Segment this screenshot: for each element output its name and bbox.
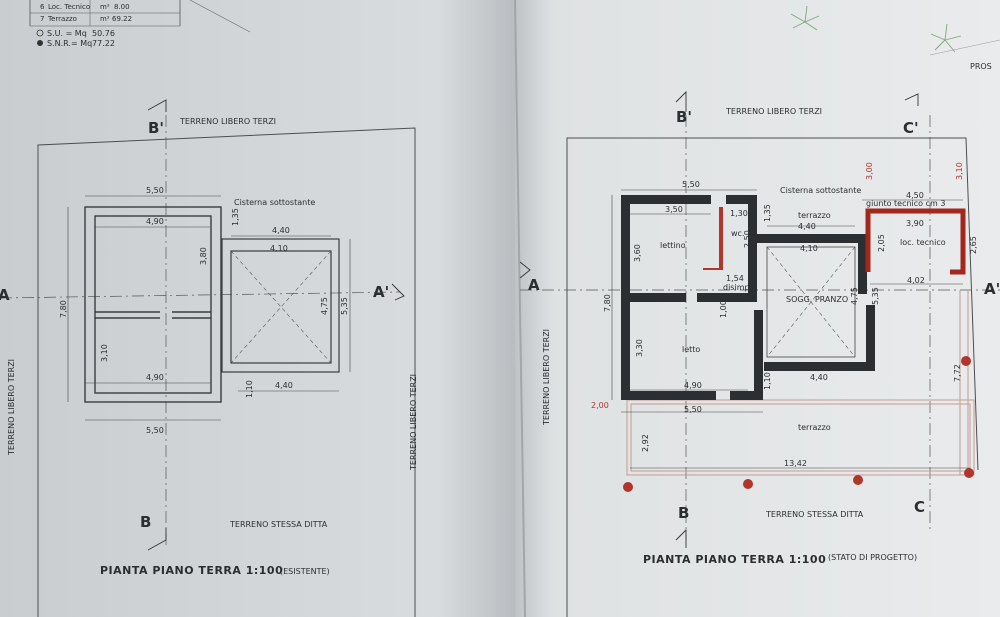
right-plan-title: PIANTA PIANO TERRA 1:100 [643,553,826,566]
right-section-c-top: C' [903,119,919,137]
right-cisterna-label: Cisterna sottostante [780,186,861,195]
legend-su-value: 50.76 [92,29,115,38]
right-dim-292: 2,92 [641,434,650,452]
left-dim-cis-right-a: 4,75 [320,297,329,315]
left-section-a: A [0,286,10,304]
right-dim-100: 1,00 [719,300,728,318]
left-dim-mid-height: 3,80 [199,247,208,265]
left-dim-bottom-width: 5,50 [146,426,164,435]
right-dim-310: 3,10 [955,162,964,180]
right-page [515,0,1000,617]
right-dim-490: 4,90 [684,381,702,390]
right-dim-475: 4,75 [850,287,859,305]
right-dim-110: 1,10 [763,372,772,390]
right-dim-330: 3,30 [635,339,644,357]
right-left-boundary: TERRENO LIBERO TERZI [542,329,551,426]
left-plan: B' B A A' TERRENO LIBERO TERZI TERRENO S… [0,99,418,617]
right-dim-780: 7,80 [603,294,612,312]
room-letto: letto [682,345,700,354]
legend-snr-label: S.N.R.= Mq [47,39,92,48]
right-dim-350: 3,50 [665,205,683,214]
left-dim-cis-bottom: 4,40 [275,381,293,390]
right-dim-top-width: 5,50 [682,180,700,189]
left-cisterna-label: Cisterna sottostante [234,198,315,207]
room-terrazzo-bottom: terrazzo [798,423,831,432]
right-section-c-bottom: C [914,498,925,516]
left-right-boundary: TERRENO LIBERO TERZI [409,374,418,471]
right-section-a: A [528,276,540,294]
legend-row7-value: 69.22 [112,15,132,23]
left-section-a-prime: A' [373,283,389,301]
left-dim-inner-bottom: 4,90 [146,373,164,382]
legend-row7-unit: m² [100,15,110,23]
room-terrazzo-top: terrazzo [798,211,831,220]
left-dim-small-gap: 1,10 [245,380,254,398]
area-legend: 6 Loc. Tecnico m² 8.00 7 Terrazzo m² 69.… [29,0,251,48]
room-sogg-pranzo: SOGG. PRANZO [786,295,848,304]
right-dim-135: 1,35 [763,204,772,222]
right-dim-154: 1,54 [726,274,744,283]
right-plan: PROS B' B C' C A A' TERRENO LIBERO TERZI… [519,5,1000,617]
left-dim-cis-inner: 4,10 [270,244,288,253]
left-section-b-top: B' [148,119,164,137]
left-left-boundary: TERRENO LIBERO TERZI [7,359,16,456]
palm-sketch [790,5,962,53]
left-dim-inner-top: 4,90 [146,217,164,226]
left-dim-right-top: 1,35 [231,208,240,226]
left-dim-top-width: 5,50 [146,186,164,195]
right-plan-subtitle: (STATO DI PROGETTO) [828,553,917,562]
legend-row6-num: 6 [40,3,45,11]
left-dim-lower-room: 3,10 [100,344,109,362]
right-dim-550b: 5,50 [684,405,702,414]
legend-row6-label: Loc. Tecnico [48,3,90,11]
right-section-a-prime: A' [984,280,1000,298]
right-corner-label: PROS [970,62,992,71]
page-fold [514,0,526,617]
left-bottom-boundary: TERRENO STESSA DITTA [229,520,328,529]
right-dim-205: 2,05 [877,234,886,252]
right-dim-535: 5,35 [871,287,880,305]
left-top-boundary: TERRENO LIBERO TERZI [179,117,276,126]
left-dim-cis-outer: 4,40 [272,226,290,235]
legend-row7-label: Terrazzo [47,15,77,23]
right-section-b-top: B' [676,108,692,126]
right-top-boundary: TERRENO LIBERO TERZI [725,107,822,116]
room-lettino: lettino [660,241,686,250]
right-dim-390: 3,90 [906,219,924,228]
legend-row6-unit: m² [100,3,110,11]
right-dim-265: 2,65 [969,236,978,254]
right-dim-360: 3,60 [633,244,642,262]
left-page [0,0,515,617]
right-bottom-boundary: TERRENO STESSA DITTA [765,510,864,519]
room-disimp: disimp. [723,283,752,292]
right-dim-410: 4,10 [800,244,818,253]
legend-snr-value: 77.22 [92,39,115,48]
right-dim-440b: 4,40 [810,373,828,382]
right-dim-440: 4,40 [798,222,816,231]
left-dim-cis-right-b: 5,35 [340,297,349,315]
right-giunto-label: giunto tecnico cm 3 [866,199,945,208]
room-loc-tecnico: loc. tecnico [900,238,946,247]
right-dim-250: 2,50 [743,230,752,248]
right-dim-402: 4,02 [907,276,925,285]
left-dim-left-height: 7,80 [59,300,68,318]
right-dim-772: 7,72 [953,364,962,382]
legend-row7-num: 7 [40,15,44,23]
right-dim-200: 2,00 [591,401,609,410]
right-dim-300: 3,00 [865,162,874,180]
legend-row6-value: 8.00 [114,3,130,11]
room-wc: wc. [731,229,744,238]
left-plan-subtitle: (ESISTENTE) [280,567,330,576]
right-dim-130: 1,30 [730,209,748,218]
left-plan-title: PIANTA PIANO TERRA 1:100 [100,564,283,577]
right-dim-1342: 13,42 [784,459,807,468]
left-section-b-bottom: B [140,513,151,531]
legend-su-label: S.U. = Mq [47,29,87,38]
right-dim-450: 4,50 [906,191,924,200]
right-section-b-bottom: B [678,504,689,522]
